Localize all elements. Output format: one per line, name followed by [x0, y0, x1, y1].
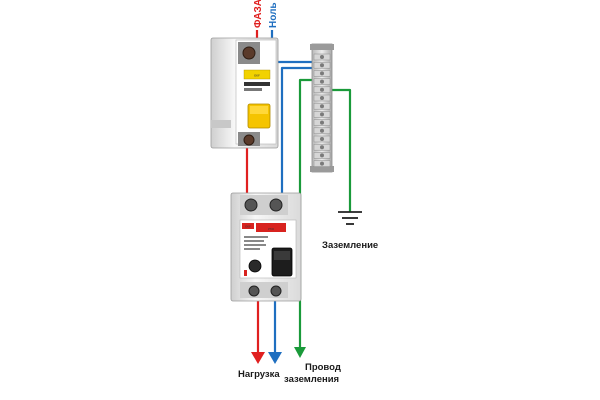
bus-bar-screw-head — [320, 96, 324, 100]
neutral-arrow-icon — [268, 352, 282, 364]
bus-bar-screw-head — [320, 145, 324, 150]
bus-bar-screws — [313, 53, 331, 167]
ground-arrow-icon — [294, 347, 306, 358]
bus-bar-screw-head — [320, 104, 324, 109]
phase-arrow-icon — [251, 352, 265, 364]
bus-bar-screw-head — [320, 79, 324, 84]
circuit-breaker: EKF — [210, 37, 279, 149]
bus-bar-screw-head — [320, 120, 324, 125]
bus-bar-screw-head — [320, 128, 324, 133]
bus-bar-screw-head — [320, 55, 324, 59]
neutral-wire-to-rcd — [280, 66, 318, 195]
bus-bar-screw-head — [320, 137, 324, 141]
ground-wire-label-line1: Провод — [305, 362, 341, 373]
rcd-device: EKF УЗО — [230, 192, 302, 302]
breaker-brand: EKF — [254, 74, 260, 78]
rcd-model: УЗО — [268, 227, 275, 231]
rcd-test-button — [248, 259, 262, 273]
ground-symbol-icon — [338, 211, 362, 225]
ground-label: Заземление — [322, 240, 378, 251]
bus-bar-screw-head — [320, 153, 324, 158]
neutral-label: Ноль — [268, 2, 279, 28]
bus-bar-screw-head — [320, 87, 324, 92]
bus-bar-screw-head — [320, 63, 324, 68]
load-label: Нагрузка — [238, 369, 280, 380]
neutral-bus-bar — [310, 43, 334, 173]
ground-wire-label-line2: заземления — [284, 374, 339, 385]
phase-label: ФАЗА — [253, 0, 264, 28]
bus-bar-screw-head — [320, 112, 324, 117]
bus-bar-screw-head — [320, 71, 324, 76]
bus-bar-screw-head — [320, 161, 324, 166]
rcd-brand: EKF — [245, 225, 251, 229]
